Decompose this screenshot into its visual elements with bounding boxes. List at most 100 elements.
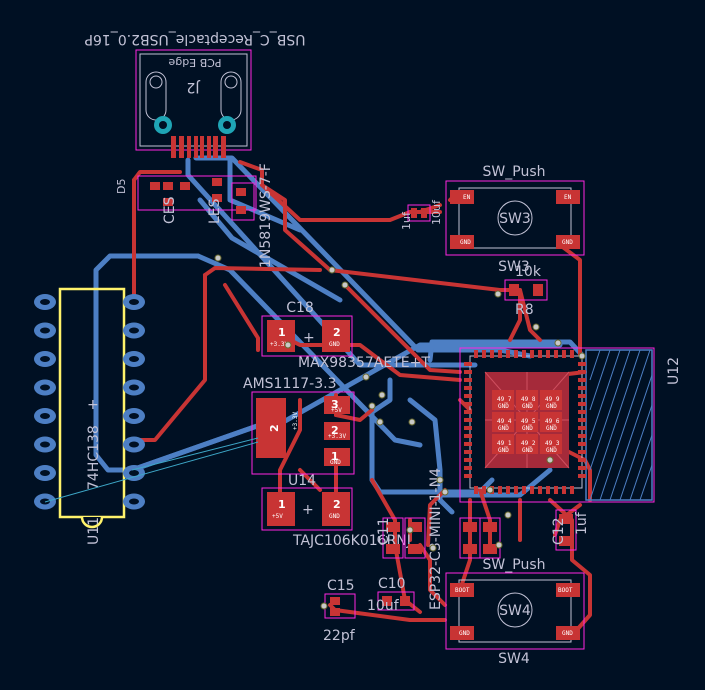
- capacitor-c15[interactable]: C15 22pf: [323, 578, 356, 644]
- ams-pad-3: 3: [331, 398, 339, 411]
- f-trace-11[interactable]: [558, 243, 582, 357]
- b-trace-6[interactable]: [129, 422, 263, 473]
- ams-pad-3-net: +5V: [331, 407, 342, 414]
- r8-ref: R8: [515, 302, 534, 318]
- capacitor-c12[interactable]: C12 1uf: [551, 511, 590, 545]
- b-trace-5[interactable]: [195, 253, 423, 448]
- f-trace-5[interactable]: [328, 268, 502, 292]
- diode-value: 1N5819WS-7-F: [258, 163, 274, 268]
- ic-u11-74hc138[interactable]: 74HC138 U11 +: [34, 287, 145, 545]
- b-trace-3[interactable]: [227, 157, 303, 233]
- tajc-pad-1-net: +5V: [272, 513, 283, 520]
- c18-ref: C18: [286, 300, 314, 316]
- gnd-pad-2: 49_8: [521, 396, 536, 403]
- u11-ref: U11: [86, 517, 102, 545]
- u11-pin-hole: [40, 413, 50, 419]
- c18-pad-2-net: GND: [329, 341, 340, 348]
- f-trace-27[interactable]: [426, 488, 447, 547]
- u11-pin-hole: [129, 470, 139, 476]
- f-trace-35[interactable]: [553, 443, 592, 502]
- tajc-plus: +: [302, 502, 314, 518]
- capacitor-tajc[interactable]: 1 2 +5V GND + TAJC106K016RNJ: [261, 487, 411, 549]
- ces-label: CES: [162, 196, 178, 224]
- tajc-pad-2: 2: [333, 498, 341, 511]
- ams-pad-2: 2: [331, 424, 339, 437]
- max-amp-label: MAX98357AETE+T: [298, 355, 430, 371]
- f-trace-29[interactable]: [478, 488, 492, 547]
- b-trace-11[interactable]: [437, 485, 455, 515]
- diode-d5-area[interactable]: D5 CES LES 1N5819WS-7-F: [115, 163, 274, 268]
- sw3-pad-gnd-l: GND: [460, 239, 471, 246]
- sw4-value: SW_Push: [483, 557, 546, 573]
- b-trace-4[interactable]: [93, 253, 563, 473]
- f-trace-2[interactable]: [132, 170, 182, 182]
- f-trace-13[interactable]: [203, 266, 322, 277]
- c18-pad-2: 2: [333, 326, 341, 339]
- gnd-pad-9: 49_3: [545, 440, 560, 447]
- u11-plus: +: [87, 397, 99, 413]
- gnd-pad-1: 49_7: [497, 396, 512, 403]
- f-trace-17[interactable]: [278, 398, 302, 502]
- u11-pin-hole: [129, 299, 139, 305]
- ams-pad-1: 1: [331, 450, 339, 463]
- gnd-lbl-7: GND: [498, 447, 509, 454]
- b-trace-10[interactable]: [197, 197, 343, 303]
- sw4-pad-gnd-r: GND: [562, 630, 573, 637]
- sw4-ref-below: SW4: [498, 651, 530, 667]
- f-trace-15[interactable]: [288, 338, 462, 382]
- usb-ref: J2: [186, 79, 200, 95]
- c12-ref: C12: [551, 517, 567, 545]
- tajc-pad-1: 1: [278, 498, 286, 511]
- f-trace-4[interactable]: [260, 183, 332, 272]
- sw3-pad-en-l: EN: [463, 194, 471, 201]
- u14-ref: U14: [288, 473, 316, 489]
- c11-ref: C11: [376, 517, 392, 545]
- f-trace-14[interactable]: [343, 283, 462, 374]
- ams-value: AMS1117-3.3: [243, 376, 337, 392]
- u11-pin-hole: [129, 413, 139, 419]
- sw4-pad-boot-r: BOOT: [558, 587, 573, 594]
- u11-pin-hole: [40, 299, 50, 305]
- c18-plus: +: [303, 330, 315, 346]
- gnd-lbl-2: GND: [522, 403, 533, 410]
- regulator-ams1117[interactable]: AMS1117-3.3 2 +3.3V 3 +5V 2 +3.3V 1 GND …: [243, 376, 355, 489]
- resistor-r8[interactable]: 10k R8: [504, 264, 548, 318]
- sw3-pad-en-r: EN: [564, 194, 572, 201]
- gnd-lbl-5: GND: [522, 425, 533, 432]
- u11-pin-hole: [40, 470, 50, 476]
- f-trace-21[interactable]: [298, 468, 322, 492]
- switch-sw4[interactable]: SW_Push BOOT BOOT GND GND SW4 SW4: [445, 557, 585, 667]
- capacitor-c10[interactable]: C10 10uf: [367, 576, 415, 614]
- c15-ref: C15: [327, 578, 355, 594]
- f-trace-16[interactable]: [223, 283, 260, 352]
- usb-connector-j2[interactable]: PCB Edge J2 USB_C_Receptacle_USB2.0_16P: [85, 31, 306, 158]
- u11-pin-hole: [40, 356, 50, 362]
- f-trace-22[interactable]: [370, 478, 397, 547]
- f-trace-3[interactable]: [238, 160, 412, 222]
- gnd-pad-5: 49_5: [521, 418, 536, 425]
- usb-value: USB_C_Receptacle_USB2.0_16P: [85, 31, 306, 47]
- gnd-lbl-8: GND: [522, 447, 533, 454]
- gnd-pad-4: 49_4: [497, 418, 512, 425]
- cap-1uf-10uf[interactable]: 1uf 10uf: [400, 199, 443, 230]
- c15-value: 22pf: [323, 628, 356, 644]
- gnd-lbl-9: GND: [546, 447, 557, 454]
- f-trace-19[interactable]: [334, 408, 374, 422]
- u11-pin-hole: [40, 384, 50, 391]
- u11-pin-hole: [40, 441, 50, 448]
- u12-thermal-pads: 49_7 49_8 49_9 49_4 49_5 49_6 49_1 49_2 …: [484, 371, 570, 469]
- ams-pad-2-net: +3.3V: [328, 433, 346, 440]
- r8-value: 10k: [515, 264, 542, 280]
- switch-sw3[interactable]: SW_Push EN EN GND GND SW3 SW3: [445, 164, 585, 275]
- u11-pin-hole: [129, 498, 139, 505]
- usb-edge-note: PCB Edge: [168, 56, 221, 69]
- sw4-pad-gnd-l: GND: [459, 630, 470, 637]
- f-trace-12[interactable]: [130, 273, 207, 442]
- module-u12[interactable]: 49_7 49_8 49_9 49_4 49_5 49_6 49_1 49_2 …: [459, 347, 682, 503]
- f-trace-23[interactable]: [328, 603, 447, 622]
- capacitor-c18[interactable]: C18 1 2 +3.3V GND +: [261, 300, 353, 357]
- capacitor-c11[interactable]: C11: [376, 509, 577, 559]
- gnd-pad-8: 49_2: [521, 440, 536, 447]
